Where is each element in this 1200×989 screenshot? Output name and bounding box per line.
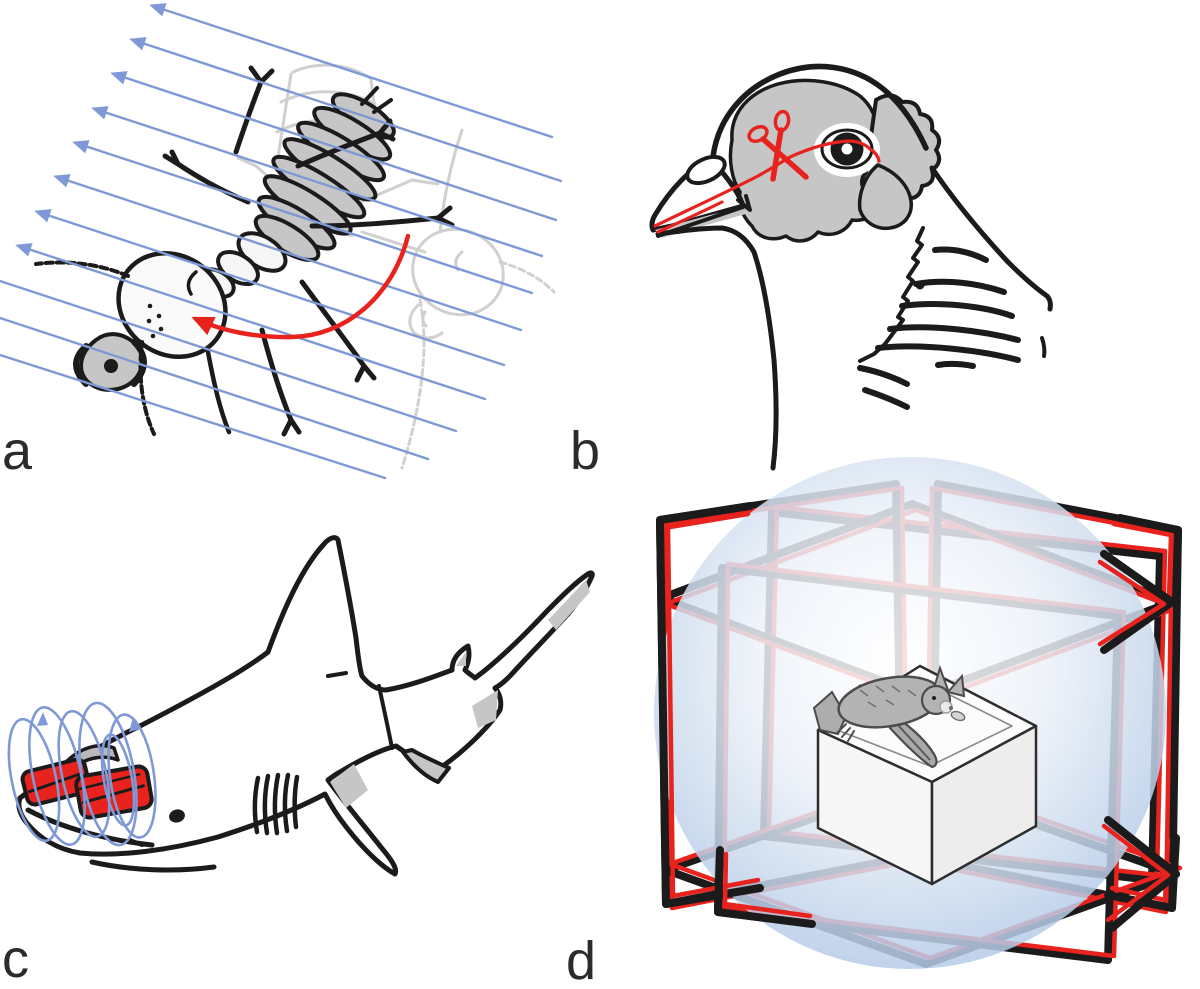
panel-label-a: a bbox=[2, 421, 33, 481]
rotation-arrow bbox=[191, 233, 411, 340]
panel-a-termite-illustration bbox=[0, 3, 563, 480]
panel-c-shark-illustration bbox=[7, 535, 595, 877]
neck-stripes bbox=[857, 246, 1021, 410]
termite-drawing bbox=[34, 65, 455, 437]
scissors-icon bbox=[747, 109, 809, 182]
termite-head-dots bbox=[146, 303, 164, 339]
panel-b-pigeon-illustration bbox=[649, 63, 1053, 471]
magnetic-field-lines bbox=[0, 3, 563, 480]
pigeon-eye bbox=[820, 128, 874, 170]
shark-drawing bbox=[16, 535, 595, 877]
panel-label-b: b bbox=[570, 421, 601, 481]
panel-label-c: c bbox=[2, 929, 29, 989]
gill-slits bbox=[252, 772, 300, 836]
magnet-field-loops bbox=[7, 701, 157, 847]
pigeon-drawing bbox=[649, 63, 1053, 471]
bat-drawing bbox=[812, 664, 966, 769]
panel-label-d: d bbox=[566, 931, 597, 989]
panel-d-bat-coils-illustration bbox=[654, 457, 1183, 969]
coil-corner-highlights bbox=[656, 502, 1182, 932]
